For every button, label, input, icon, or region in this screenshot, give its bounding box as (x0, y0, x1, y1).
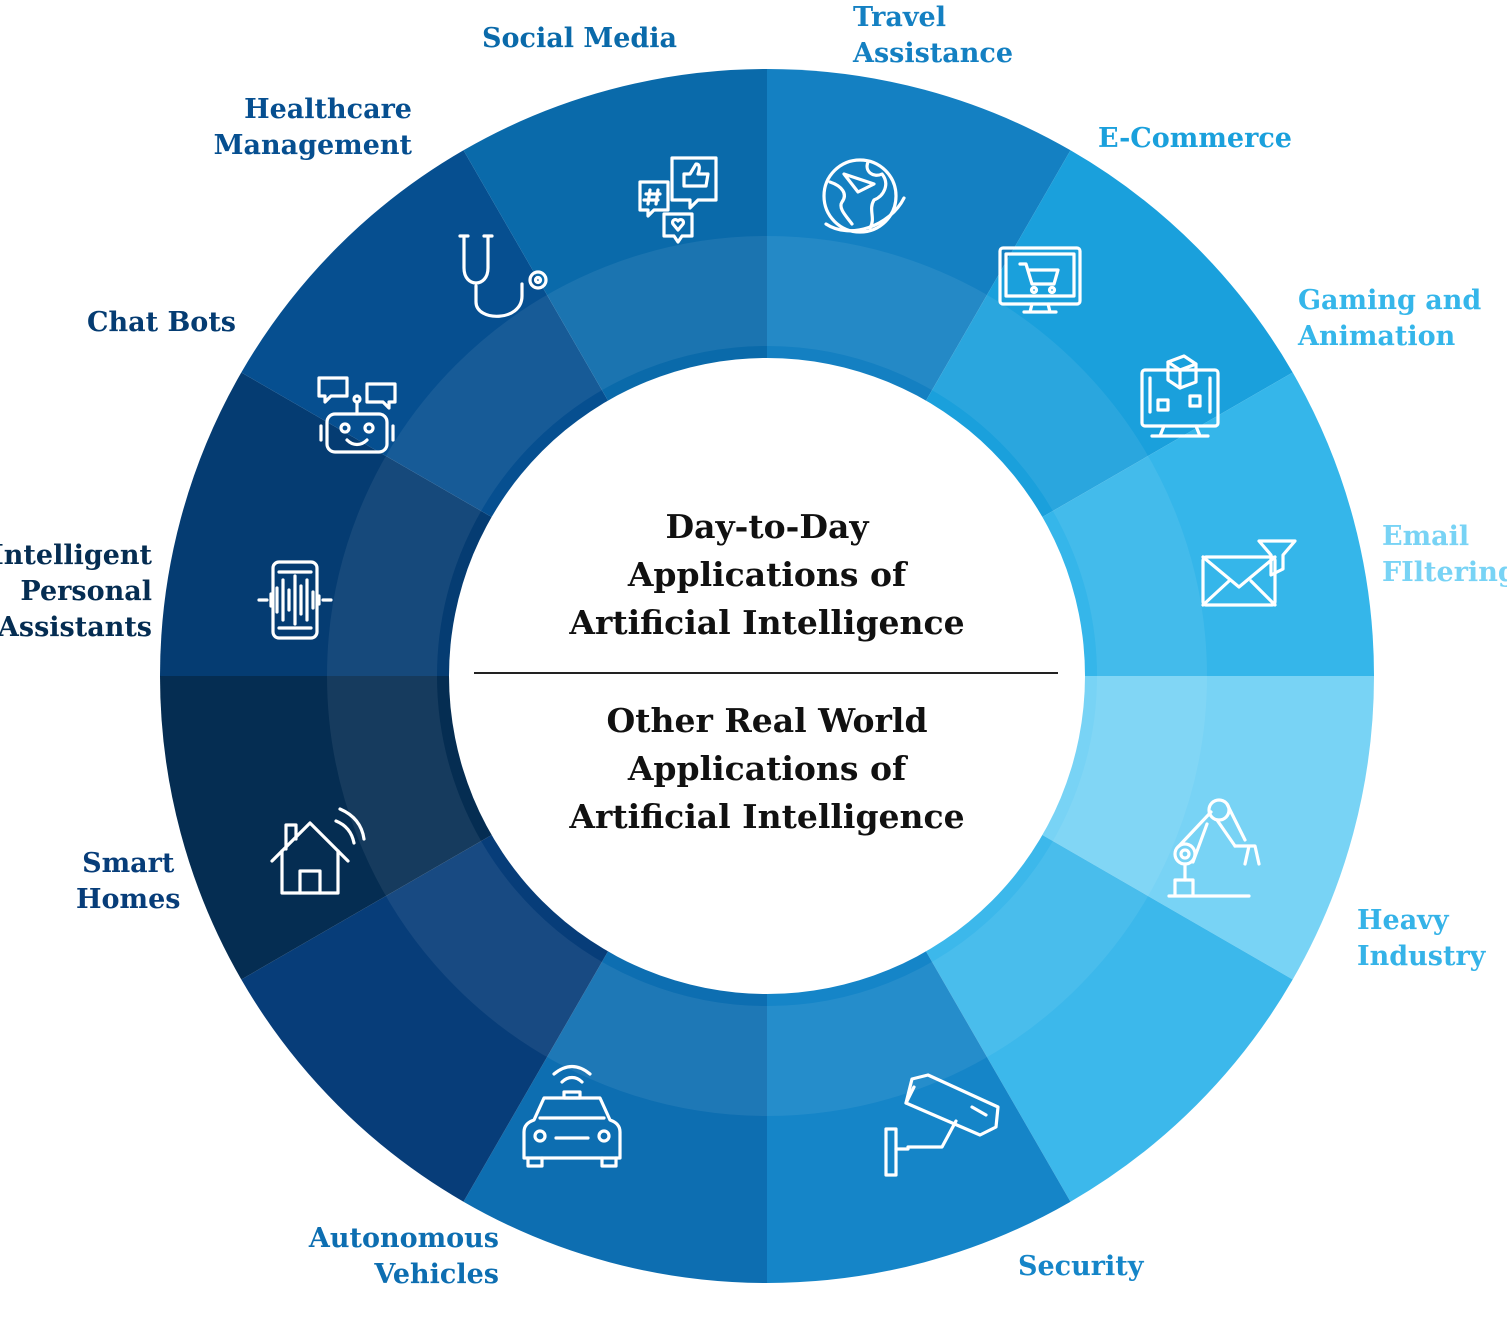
segment-label-line: Gaming and (1298, 285, 1482, 316)
center-divider (474, 672, 1058, 674)
segment-label-line: Chat Bots (87, 307, 236, 338)
center-title-line: Day-to-Day (665, 507, 869, 546)
center-title-line: Other Real World (606, 701, 928, 740)
segment-label-line: Management (213, 130, 412, 161)
envelope-funnel-icon (1201, 539, 1297, 607)
segment-label-line: Smart (82, 848, 175, 879)
social-bubbles-icon (638, 156, 718, 244)
segment-label-line: Personal (20, 576, 152, 607)
segment-label-line: FIltering (1382, 557, 1507, 588)
security-camera-icon (884, 1073, 1000, 1177)
monitor-cart-icon (998, 246, 1082, 314)
segment-label-line: Healthcare (244, 94, 412, 125)
segment-label-line: Autonomous (308, 1223, 499, 1254)
segment-label-security: Security (1018, 1249, 1143, 1285)
segment-label-line: Intelligent (0, 540, 152, 571)
center-title-line: Artificial Intelligence (569, 797, 965, 836)
stethoscope-icon (458, 234, 548, 318)
center-title-line: Applications of (627, 749, 907, 788)
robot-arm-icon (1167, 798, 1261, 898)
segment-label-line: Animation (1298, 321, 1456, 352)
car-wifi-icon (522, 1064, 622, 1168)
robot-chat-icon (317, 376, 397, 454)
center-disc (449, 358, 1085, 994)
segment-label-line: Heavy (1357, 905, 1449, 936)
segment-label-line: Vehicles (374, 1259, 499, 1290)
segment-label-line: E-Commerce (1098, 123, 1292, 154)
house-wifi-icon (270, 807, 366, 895)
segment-label-line: Homes (76, 884, 181, 915)
center-title-line: Artificial Intelligence (569, 603, 965, 642)
segment-label-chatbots: Chat Bots (87, 305, 236, 341)
segment-label-line: Assistance (853, 38, 1014, 69)
segment-label-line: Security (1018, 1251, 1144, 1282)
segment-label-social: Social Media (482, 21, 677, 57)
phone-voice-icon (257, 560, 333, 640)
segment-label-line: Assistants (0, 612, 152, 643)
center-title-line: Applications of (627, 555, 907, 594)
globe-plane-icon (822, 158, 906, 234)
segment-label-ecommerce: E-Commerce (1098, 121, 1292, 157)
segment-label-line: Industry (1357, 941, 1486, 972)
segment-label-line: Travel (853, 2, 946, 33)
segment-label-line: Social Media (482, 23, 678, 54)
segment-label-line: Email (1382, 521, 1470, 552)
monitor-cube-icon (1140, 354, 1220, 438)
